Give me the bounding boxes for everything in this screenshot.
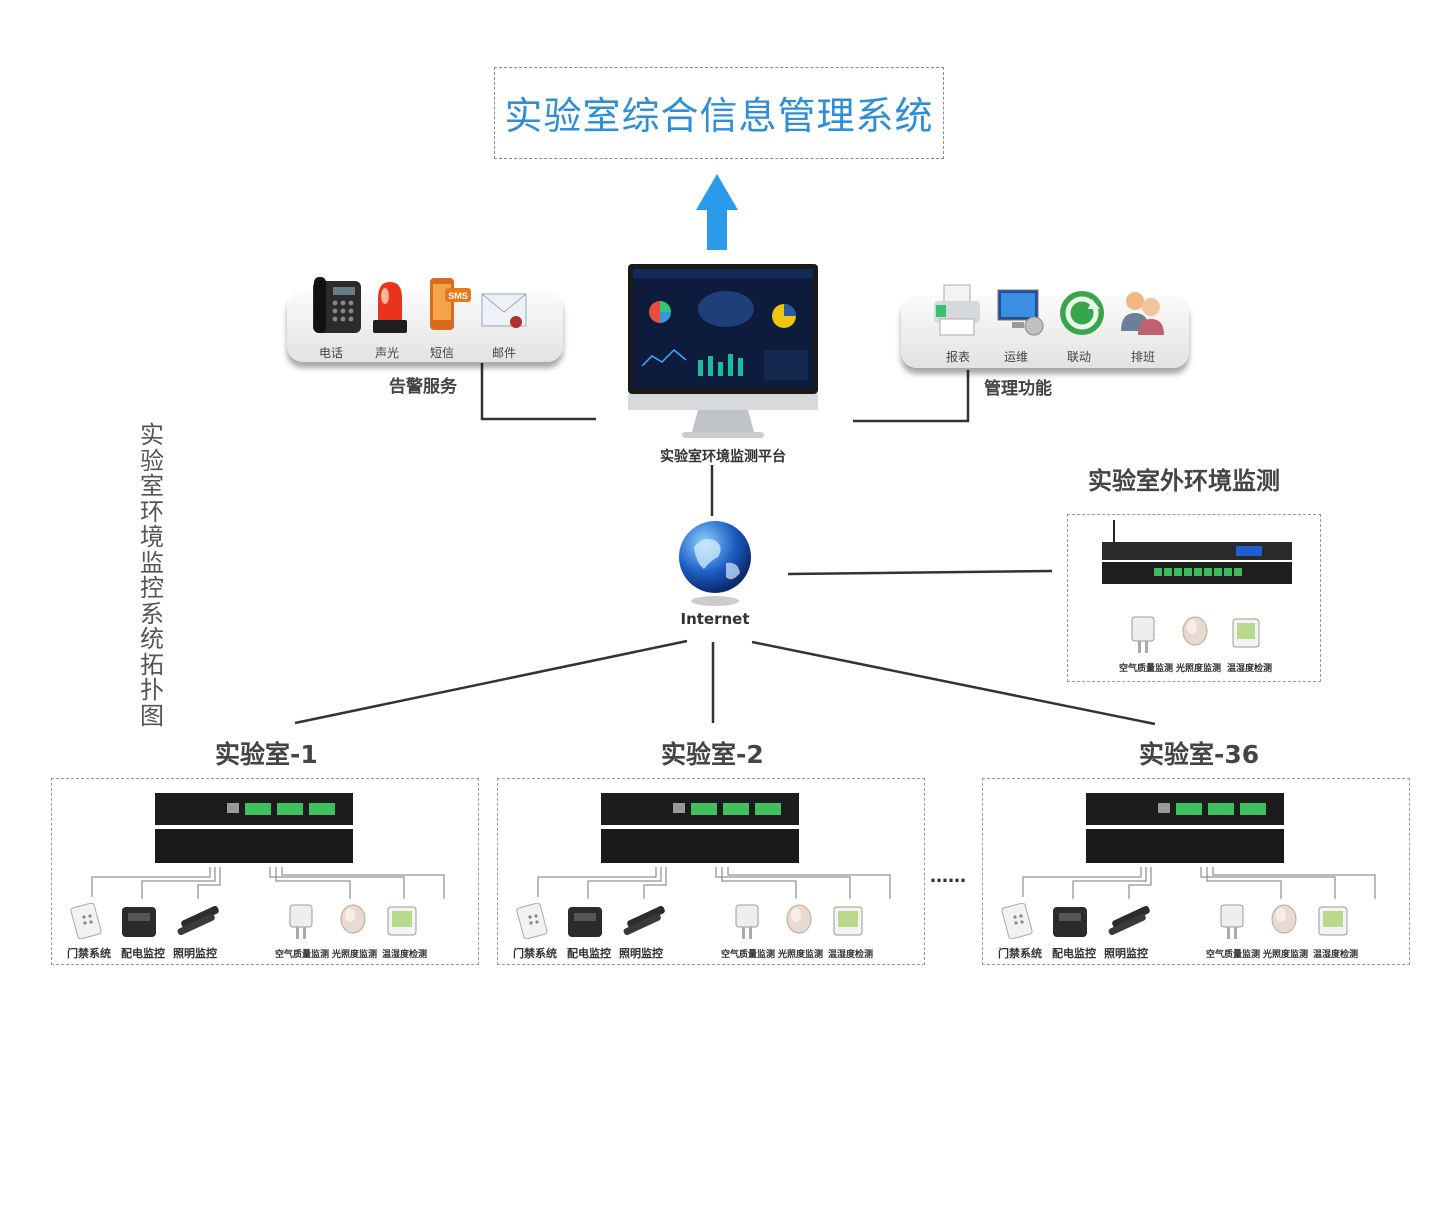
outdoor-temp-humidity-icon [1232, 618, 1260, 648]
lab-2-access-control-icon [516, 903, 548, 939]
outdoor-air-sensor-icon [1131, 616, 1155, 653]
sms-phone-icon: SMS [430, 278, 471, 330]
lab-36-device-power: 配电监控 [1052, 947, 1096, 960]
lab-1-sensor-th: 温湿度检测 [382, 950, 428, 960]
platform-label: 实验室环境监测平台 [660, 449, 786, 465]
outdoor-gateway-device [1102, 520, 1292, 584]
lab-1-wiring [91, 867, 445, 899]
lab-1-device-power: 配电监控 [121, 947, 165, 960]
lab-2-light-sensor-icon [786, 904, 812, 934]
lab-36-light-sensor-icon [1271, 904, 1297, 934]
management-group-label: 管理功能 [984, 379, 1052, 399]
lab-1-title: 实验室-1 [215, 740, 318, 769]
lab-2-device-access: 门禁系统 [513, 947, 557, 960]
printer-icon [934, 284, 980, 336]
lab-36-sensor-air: 空气质量监测 [1206, 950, 1261, 960]
internet-label: Internet [680, 610, 750, 628]
lab-1-sensor-light: 光照度监测 [332, 950, 378, 960]
lab-36-wiring [1022, 867, 1376, 899]
maintenance-computer-icon [997, 289, 1044, 336]
lab-2-sensor-light: 光照度监测 [778, 950, 824, 960]
mgmt-item-ops: 运维 [1003, 350, 1028, 364]
outdoor-box [1067, 514, 1321, 682]
outdoor-light-sensor-icon [1182, 616, 1208, 646]
lab-1-sensor-air: 空气质量监测 [275, 950, 330, 960]
lab-36-box: 门禁系统 配电监控 照明监控 空气质量监测 光照度监测 温湿度检测 [982, 778, 1410, 965]
side-title: 实验室环境监控系统拓扑图 [140, 421, 164, 730]
lab-2-sensor-air: 空气质量监测 [721, 950, 776, 960]
more-labs-ellipsis: …… [930, 866, 966, 887]
phone-icon [313, 277, 361, 333]
lab-36-device-lighting: 照明监控 [1104, 947, 1148, 960]
monitor-icon [628, 264, 818, 438]
lab-36-air-sensor-icon [1220, 904, 1244, 939]
alarm-item-sms: 短信 [429, 346, 454, 360]
lab-2-lighting-monitor-icon [623, 905, 665, 936]
alarm-group-label: 告警服务 [389, 377, 457, 397]
lab-2-box: 门禁系统 配电监控 照明监控 空气质量监测 光照度监测 温湿度检测 [497, 778, 925, 965]
lab-1-power-monitor-icon [122, 907, 156, 937]
lab-36-sensor-th: 温湿度检测 [1313, 950, 1359, 960]
lab-36-access-control-icon [1001, 903, 1033, 939]
lab-2-air-sensor-icon [735, 904, 759, 939]
alarm-item-light: 声光 [374, 346, 399, 360]
lab-1-device-lighting: 照明监控 [173, 947, 217, 960]
lab-1-access-control-icon [70, 903, 102, 939]
lab-36-power-monitor-icon [1053, 907, 1087, 937]
lab-1-box: 门禁系统 配电监控 照明监控 空气质量监测 光照度监测 温湿度检测 [51, 778, 479, 965]
lab-2-sensor-th: 温湿度检测 [828, 950, 874, 960]
lab-36-controller-device [1086, 793, 1284, 863]
outdoor-sensor-air: 空气质量监测 [1119, 664, 1174, 674]
lab-36-device-access: 门禁系统 [998, 947, 1042, 960]
system-title: 实验室综合信息管理系统 [504, 94, 934, 138]
lab-36-title: 实验室-36 [1139, 740, 1260, 769]
lab-2-device-lighting: 照明监控 [619, 947, 663, 960]
mail-icon [481, 293, 527, 328]
lab-36-lighting-monitor-icon [1108, 905, 1150, 936]
lab-2-controller-device [601, 793, 799, 863]
sms-badge: SMS [448, 291, 468, 301]
lab-2-wiring [537, 867, 891, 899]
lab-1-air-sensor-icon [289, 904, 313, 939]
outdoor-sensor-light: 光照度监测 [1176, 664, 1222, 674]
lab-2-title: 实验室-2 [661, 740, 764, 769]
alarm-item-phone: 电话 [318, 346, 343, 360]
mgmt-item-schedule: 排班 [1130, 350, 1155, 364]
alarm-item-mail: 邮件 [491, 346, 516, 360]
lab-2-device-power: 配电监控 [567, 947, 611, 960]
mgmt-item-linkage: 联动 [1066, 350, 1091, 364]
lab-1-device-access: 门禁系统 [67, 947, 111, 960]
lab-36-temp-humidity-icon [1318, 906, 1348, 936]
up-arrow-icon [696, 174, 738, 250]
internet-globe-icon [679, 521, 751, 606]
lab-1-temp-humidity-icon [387, 906, 417, 936]
outdoor-title: 实验室外环境监测 [1088, 467, 1280, 495]
staff-icon [1121, 292, 1164, 335]
lab-2-temp-humidity-icon [833, 906, 863, 936]
mgmt-item-report: 报表 [945, 350, 970, 364]
lab-1-lighting-monitor-icon [177, 905, 219, 936]
outdoor-sensor-th: 温湿度检测 [1227, 664, 1273, 674]
sync-icon [1060, 291, 1104, 335]
lab-2-power-monitor-icon [568, 907, 602, 937]
lab-1-controller-device [155, 793, 353, 863]
siren-light-icon [373, 282, 407, 333]
title-box [494, 67, 944, 159]
lab-36-sensor-light: 光照度监测 [1263, 950, 1309, 960]
lab-1-light-sensor-icon [340, 904, 366, 934]
